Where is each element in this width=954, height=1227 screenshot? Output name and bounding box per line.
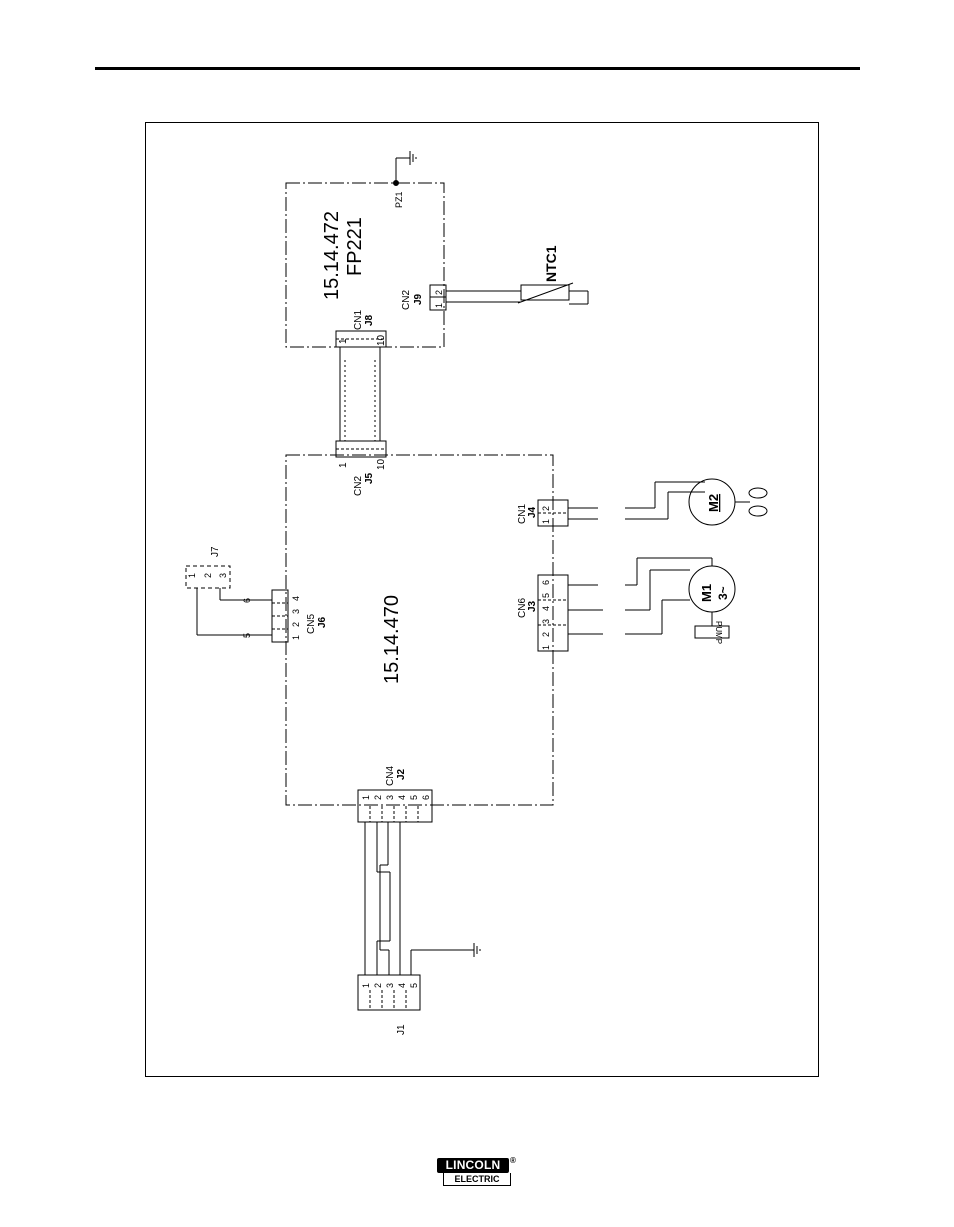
ntc1-label: NTC1	[543, 245, 559, 282]
logo-line-1: LINCOLN	[437, 1158, 509, 1173]
cn2-j9-j-label: J9	[413, 293, 424, 305]
j1-label: J1	[396, 1024, 407, 1035]
m1-phase-label: 3~	[716, 586, 730, 600]
cn4-j2-pin-4: 4	[397, 795, 407, 800]
cn5-j6-pin-1: 1	[291, 635, 301, 640]
lower-board-outline	[286, 455, 553, 805]
cn5-j6-cn-label: CN5	[306, 614, 317, 634]
cn2-j9-pin-2: 2	[434, 290, 444, 295]
cn5-j6-wire-5-label: 5	[242, 633, 252, 638]
cn2-j5-cn-label: CN2	[353, 476, 364, 496]
pz1-label: PZ1	[394, 191, 404, 208]
j7-pin-3: 3	[218, 573, 228, 578]
j2-j1-harness	[365, 822, 474, 975]
j1-pin-3: 3	[385, 983, 395, 988]
cn1-j4-pin-2: 2	[541, 506, 551, 511]
m2-label: M2	[706, 494, 721, 512]
cn4-j2-pin-1: 1	[361, 795, 371, 800]
cn2-j9-pin-1: 1	[434, 303, 444, 308]
logo-registered-mark: ®	[510, 1156, 516, 1165]
j7-pin-1: 1	[187, 573, 197, 578]
ground-symbol-j1	[474, 943, 480, 957]
j1-pin-1: 1	[361, 983, 371, 988]
cn1-j8-cn-label: CN1	[353, 310, 364, 330]
lower-board-part-number: 15.14.470	[381, 595, 403, 684]
cn6-j3-pin-1: 1	[541, 645, 551, 650]
cn5-j6-pin-3: 3	[291, 609, 301, 614]
cn2-j9-cn-label: CN2	[401, 290, 412, 310]
logo-line-2: ELECTRIC	[443, 1173, 511, 1186]
cn2-j5-j-label: J5	[364, 472, 375, 484]
cn1-j8-j-label: J8	[364, 314, 375, 326]
ground-symbol-pz1	[394, 151, 417, 186]
cn4-j2-pin-6: 6	[421, 795, 431, 800]
ntc1-thermistor-icon	[446, 283, 588, 304]
cn6-j3-j-label: J3	[527, 600, 538, 612]
cn6-j3-pin-5: 5	[541, 593, 551, 598]
cn2-j5-pin-last: 10	[376, 458, 387, 470]
j7-label: J7	[210, 546, 221, 557]
cn6-j3-pin-2: 2	[541, 632, 551, 637]
lincoln-electric-logo: LINCOLN ELECTRIC ®	[437, 1158, 521, 1188]
cn1-j8-pin-first: 1	[338, 338, 349, 344]
upper-board-name: FP221	[344, 217, 366, 276]
upper-board-part-number: 15.14.472	[321, 211, 343, 300]
j1-pin-2: 2	[373, 983, 383, 988]
ribbon-cable	[340, 360, 380, 441]
cn4-j2-connector	[358, 790, 432, 822]
cn5-j6-j-label: J6	[317, 616, 328, 628]
j7-pin-2: 2	[203, 573, 213, 578]
cn4-j2-pin-5: 5	[409, 795, 419, 800]
cn4-j2-cn-label: CN4	[385, 766, 396, 786]
cn4-j2-pin-2: 2	[373, 795, 383, 800]
cn6-j3-pin-4: 4	[541, 606, 551, 611]
j1-connector	[358, 975, 420, 1010]
cn6-j3-pin-6: 6	[541, 580, 551, 585]
cn4-j2-pin-3: 3	[385, 795, 395, 800]
j1-pin-5: 5	[409, 983, 419, 988]
cn5-j6-wire-6-label: 6	[242, 598, 252, 603]
pump-label: PUMP	[714, 621, 723, 644]
cn2-j5-pin-first: 1	[338, 462, 349, 468]
cn4-j2-j-label: J2	[396, 768, 407, 780]
j7-connector	[186, 566, 272, 635]
cn6-j3-connector	[538, 575, 603, 651]
cn5-j6-pin-4: 4	[291, 596, 301, 601]
cn1-j8-pin-last: 10	[376, 334, 387, 346]
cn1-j4-j-label: J4	[527, 506, 538, 518]
m1-label: M1	[699, 584, 714, 602]
cn1-j4-pin-1: 1	[541, 519, 551, 524]
fan-blade-icon	[735, 488, 767, 516]
cn5-j6-pin-2: 2	[291, 622, 301, 627]
cn6-j3-pin-3: 3	[541, 619, 551, 624]
j1-pin-4: 4	[397, 983, 407, 988]
